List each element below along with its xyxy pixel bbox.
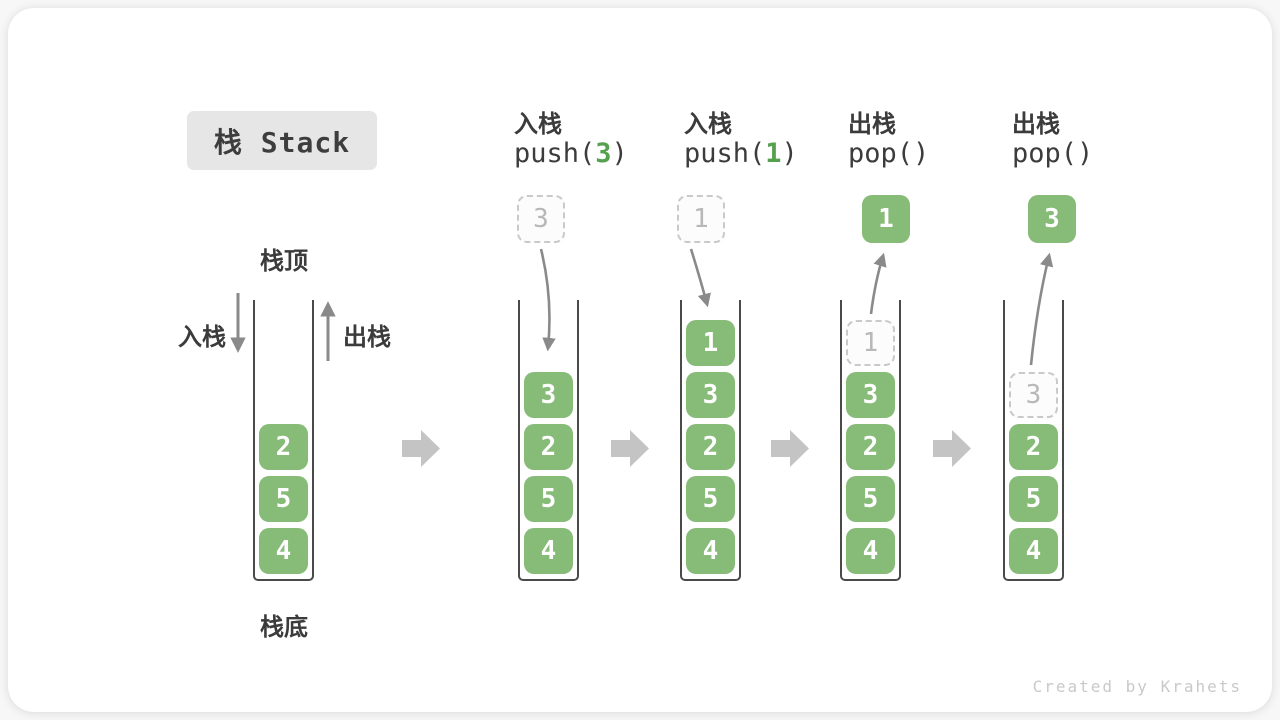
- col-pop3-code: pop(): [1012, 138, 1093, 169]
- code-prefix: push(: [514, 138, 596, 169]
- stack-cell: 2: [259, 424, 308, 470]
- stack-cell: 3: [524, 372, 573, 418]
- stack-cell: 4: [524, 528, 573, 574]
- floating-cell-pop3: 3: [1028, 195, 1076, 243]
- stack-cell: 3: [846, 372, 895, 418]
- watermark: Created by Krahets: [1032, 677, 1242, 696]
- code-arg: 1: [765, 138, 782, 169]
- stack-cell: 2: [686, 424, 735, 470]
- stack-top-label: 栈顶: [260, 247, 308, 275]
- stack-cell: 2: [1009, 424, 1058, 470]
- code-suffix: ): [781, 138, 798, 169]
- stack-cell: 4: [1009, 528, 1058, 574]
- floating-cell-push3: 3: [517, 195, 565, 243]
- stack-cell: 5: [524, 476, 573, 522]
- col-push3-code: push(3): [514, 138, 628, 169]
- code-suffix: ): [611, 138, 628, 169]
- stack-cell: 4: [686, 528, 735, 574]
- stack-cell: 3: [686, 372, 735, 418]
- col-pop3-op-label: 出栈: [1012, 110, 1060, 138]
- col-pop1-op-label: 出栈: [848, 110, 896, 138]
- title-box: 栈 Stack: [187, 111, 377, 170]
- stack-cell: 5: [1009, 476, 1058, 522]
- page-title: 栈 Stack: [213, 125, 351, 159]
- stack-cell: 2: [846, 424, 895, 470]
- code-prefix: push(: [684, 138, 766, 169]
- col-push1-code: push(1): [684, 138, 798, 169]
- col-push1-op-label: 入栈: [684, 110, 732, 138]
- code-prefix: pop(): [1012, 138, 1094, 169]
- stack-cell: 5: [846, 476, 895, 522]
- stack-cell: 4: [846, 528, 895, 574]
- code-prefix: pop(): [848, 138, 930, 169]
- stack-bottom-label: 栈底: [260, 613, 308, 641]
- stack-cell: 5: [259, 476, 308, 522]
- code-arg: 3: [595, 138, 612, 169]
- stack-cell-popped: 3: [1009, 372, 1058, 418]
- stack-cell-popped: 1: [846, 320, 895, 366]
- stack-cell: 2: [524, 424, 573, 470]
- floating-cell-pop1: 1: [862, 195, 910, 243]
- stack-cell: 1: [686, 320, 735, 366]
- pop-side-label: 出栈: [343, 323, 391, 351]
- col-push3-op-label: 入栈: [514, 110, 562, 138]
- push-side-label: 入栈: [178, 323, 226, 351]
- stack-cell: 5: [686, 476, 735, 522]
- stack-cell: 4: [259, 528, 308, 574]
- col-pop1-code: pop(): [848, 138, 929, 169]
- floating-cell-push1: 1: [677, 195, 725, 243]
